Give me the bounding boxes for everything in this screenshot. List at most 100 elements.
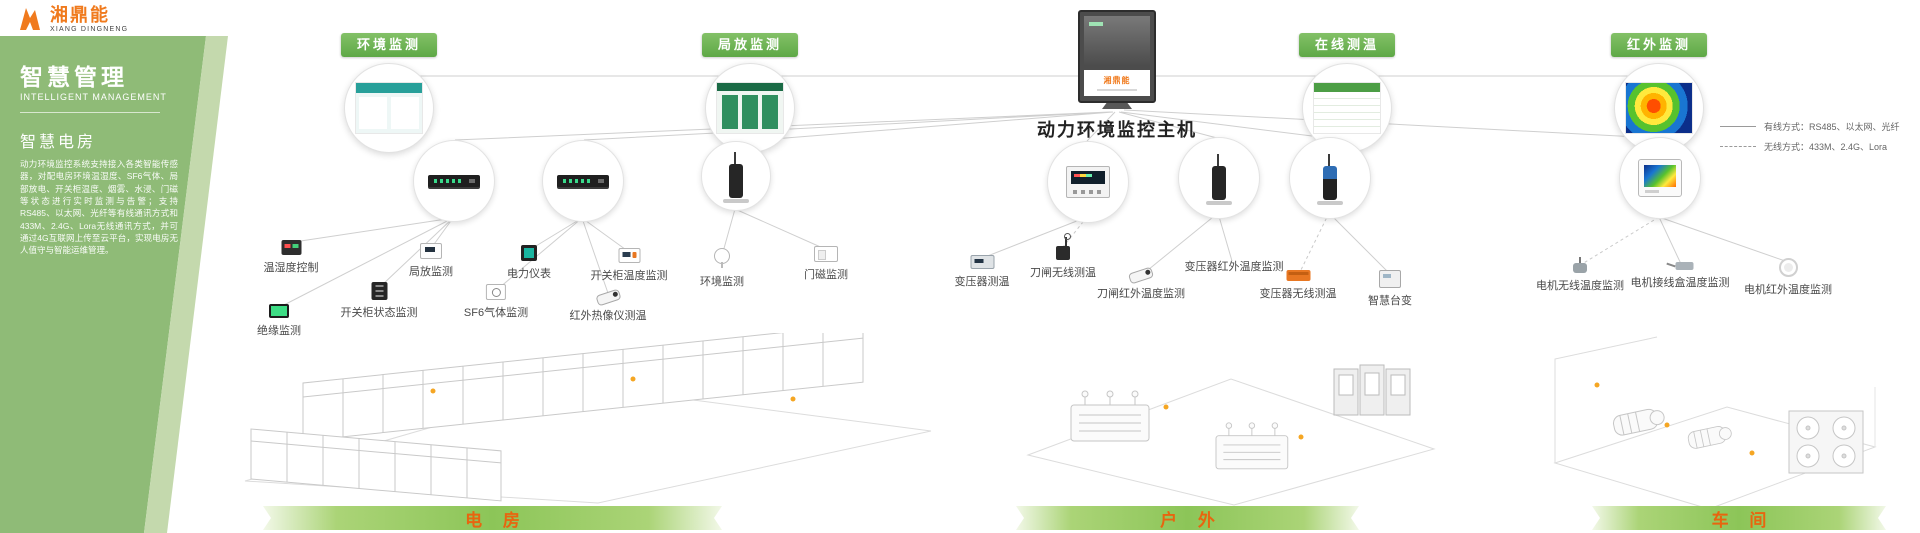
badge-online-temperature: 在线测温 — [1298, 33, 1396, 153]
monitor-front-panel: 湘鼎能 — [1084, 70, 1150, 96]
badge-partial-discharge-monitoring: 局放监测 — [701, 33, 799, 153]
section-banner-power-room: 电 房 — [263, 506, 722, 530]
device-label: 变压器红外温度监测 — [1184, 261, 1284, 273]
device-label: 电机无线温度监测 — [1536, 280, 1624, 292]
round-ir-sensor-icon — [1778, 258, 1798, 277]
rack-device-icon — [557, 175, 609, 187]
infrared-thumbnail — [1613, 63, 1704, 153]
hub-wireless-receiver — [1178, 137, 1260, 219]
junction-probe-icon — [1675, 262, 1693, 270]
antenna-receiver-icon — [1317, 154, 1343, 205]
power-meter-icon — [521, 245, 537, 261]
monitoring-host-device: 湘鼎能 — [1078, 10, 1156, 109]
device-label: 电力仪表 — [507, 268, 551, 280]
ribbon-label: 局放监测 — [701, 33, 799, 57]
sidebar-description: 动力环境监控系统支持接入各类智能传感器，对配电房环境温湿度、SF6气体、局部放电… — [20, 159, 178, 256]
section-banner-outdoor: 户 外 — [1016, 506, 1359, 530]
ribbon-label: 环境监测 — [340, 33, 438, 57]
company-logo: 湘鼎能 XIANG DINGNENG — [14, 4, 128, 34]
device-label: 开关柜温度监测 — [590, 270, 668, 282]
outdoor-scene — [1026, 364, 1436, 506]
section-label: 车 间 — [1711, 510, 1775, 530]
power-room-scene — [244, 333, 932, 504]
monitor-panel-bar — [1097, 89, 1137, 91]
wireless-temp-device-icon — [1286, 270, 1310, 281]
badge-infrared-monitoring: 红外监测 — [1610, 33, 1708, 153]
legend-wired-text: 有线方式：RS485、以太网、光纤 — [1764, 122, 1900, 132]
ribbon-label: 在线测温 — [1298, 33, 1396, 57]
motor-sensor-icon — [1573, 257, 1587, 273]
device-environment-sensor: 环境监测 — [700, 248, 744, 289]
device-label: 绝缘监测 — [257, 325, 301, 337]
wireless-antenna-icon — [1056, 233, 1071, 260]
device-motor-infrared-temp: 电机红外温度监测 — [1744, 258, 1832, 297]
device-switchgear-temperature: 开关柜温度监测 — [591, 248, 668, 283]
sidebar-divider — [20, 112, 160, 113]
sidebar-section-title: 智慧电房 — [20, 134, 97, 151]
section-label: 户 外 — [1160, 510, 1223, 530]
device-label: 环境监测 — [700, 276, 744, 288]
bench-meter-icon — [970, 255, 994, 269]
device-label: 门磁监测 — [804, 269, 848, 281]
hub-wireless-receiver-blue — [1289, 137, 1371, 219]
monitor-stand — [1102, 103, 1132, 109]
logo-name: 湘鼎能 — [50, 4, 110, 25]
monitor-screen — [1084, 16, 1150, 66]
device-power-meter: 电力仪表 — [507, 245, 551, 281]
device-partial-discharge-sensor: 局放监测 — [409, 243, 453, 279]
monitor-frame: 湘鼎能 — [1078, 10, 1156, 103]
device-door-magnet: 门磁监测 — [804, 246, 848, 282]
logo-subtitle: XIANG DINGNENG — [50, 25, 129, 33]
legend-wired-row: 有线方式：RS485、以太网、光纤 — [1720, 120, 1900, 133]
hub-environment-sensor — [701, 141, 771, 211]
environment-sensor-icon — [714, 248, 730, 268]
door-sensor-icon — [814, 246, 838, 262]
device-transformer-temperature: 变压器测温 — [955, 255, 1010, 289]
device-junction-box-temp: 电机接线盒温度监测 — [1631, 262, 1730, 290]
device-label: 智慧台变 — [1368, 295, 1412, 307]
temperature-table-image — [1312, 82, 1381, 134]
badge-environment-monitoring: 环境监测 — [340, 33, 438, 153]
connection-legend: 有线方式：RS485、以太网、光纤 无线方式：433M、2.4G、Lora — [1720, 120, 1900, 160]
device-label: 电机接线盒温度监测 — [1630, 277, 1730, 289]
thermal-camera-icon — [594, 288, 622, 307]
pd-sensor-icon — [420, 243, 442, 259]
device-label: 红外热像仪测温 — [569, 310, 647, 322]
device-sf6-gas-monitoring: SF6气体监测 — [464, 284, 528, 320]
device-transformer-wireless-temp: 变压器无线测温 — [1260, 270, 1337, 301]
antenna-receiver-icon — [1206, 154, 1232, 205]
environment-dashboard-thumbnail — [343, 63, 434, 153]
workshop-scene — [1553, 336, 1877, 509]
logo-mark-icon — [20, 8, 40, 30]
monitor-brand-text: 湘鼎能 — [1103, 76, 1131, 85]
device-label: 开关柜状态监测 — [340, 307, 418, 319]
device-switchgear-state-monitoring: 开关柜状态监测 — [341, 282, 418, 320]
pole-sensor-icon — [723, 152, 749, 203]
host-label: 动力环境监控主机 — [1037, 120, 1197, 140]
device-label: 变压器测温 — [954, 276, 1010, 288]
thermal-imager-icon — [1638, 159, 1682, 197]
device-label: 温湿度控制 — [263, 262, 319, 274]
legend-wireless-text: 无线方式：433M、2.4G、Lora — [1764, 142, 1888, 152]
device-insulation-monitoring: 绝缘监测 — [257, 304, 301, 338]
device-infrared-thermal-imager: 红外热像仪测温 — [569, 288, 647, 323]
hub-thermal-imager — [1619, 137, 1701, 219]
hub-recorder-device — [1047, 141, 1129, 223]
sf6-gauge-icon — [486, 284, 506, 300]
environment-dashboard-image — [354, 82, 423, 134]
device-knife-switch-infrared-temp: 刀闸红外温度监测 — [1097, 266, 1185, 301]
device-label: SF6气体监测 — [463, 307, 529, 319]
insulation-monitor-icon — [269, 304, 289, 318]
ribbon-label: 红外监测 — [1610, 33, 1708, 57]
solid-line-sample — [1720, 126, 1756, 127]
rack-device-icon — [428, 175, 480, 187]
partial-discharge-thumbnail — [704, 63, 795, 153]
device-temp-humidity-control: 温湿度控制 — [264, 240, 319, 275]
sidebar-title: 智慧管理 — [20, 64, 128, 90]
partial-discharge-image — [715, 82, 784, 134]
device-label: 变压器无线测温 — [1259, 288, 1337, 300]
hub-rack-device-1 — [413, 140, 495, 222]
switchgear-temp-sensor-icon — [618, 248, 640, 263]
